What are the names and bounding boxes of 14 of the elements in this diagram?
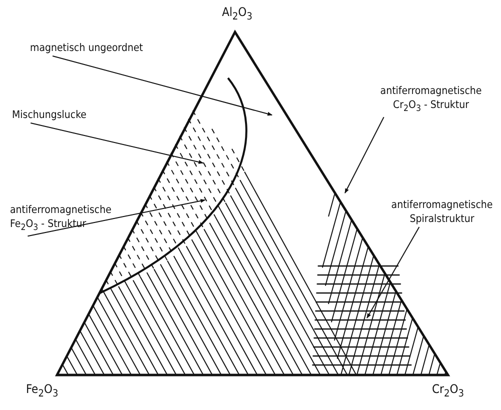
leader-line: [366, 226, 420, 318]
region-label: antiferromagnetische Spiralstruktur: [385, 198, 499, 226]
leader-line: [344, 116, 384, 194]
leader-line: [30, 122, 204, 164]
leader-line: [27, 198, 206, 237]
compound-label: Fe$_{2}$O$_{3}$: [26, 382, 58, 402]
compound-label: Al$_{2}$O$_{3}$: [222, 5, 252, 24]
region-label: antiferromagnetische Fe$_{2}$O$_{3}$ - Struktur: [10, 203, 128, 236]
region-label: magnetisch ungeordnet: [30, 41, 143, 55]
region-label: antiferromagnetische Cr$_{2}$O$_{3}$ - Struktur: [372, 84, 490, 116]
horizontal-hatching: [312, 265, 412, 366]
compound-label: Cr$_{2}$O$_{3}$: [432, 382, 464, 402]
region-label: Mischungslucke: [12, 108, 86, 122]
leader-line: [52, 56, 272, 116]
